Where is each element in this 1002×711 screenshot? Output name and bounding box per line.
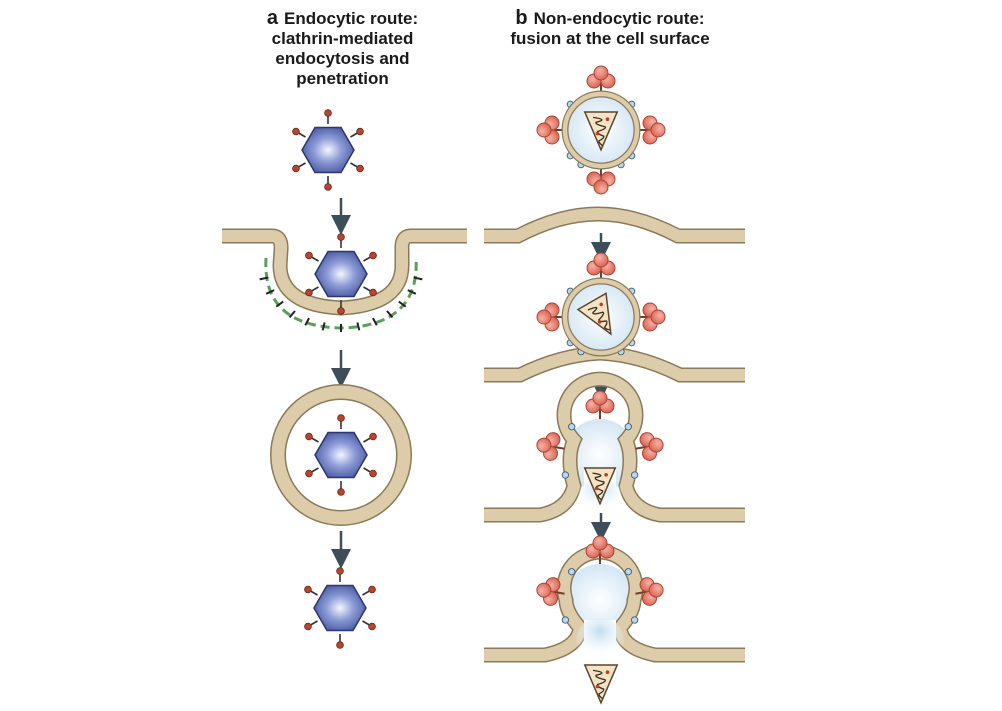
panel-a-title-line-3: endocytosis and [275,49,410,68]
naked-virus-capsid [292,109,364,191]
panel-b-letter: b [515,7,528,29]
panel-b-title-line-2: fusion at the cell surface [510,29,710,48]
panel-a-title: a Endocytic route: clathrin-mediated endo… [225,8,460,89]
plasma-membrane [484,345,745,383]
panel-b-title: b Non-endocytic route: fusion at the cell… [470,8,750,49]
released-nucleocapsid [583,664,619,705]
panel-a-title-line-2: clathrin-mediated [271,29,414,48]
glycoproteins-stage3 [536,390,664,479]
plasma-membrane [484,206,745,244]
enveloped-virus [536,65,666,195]
released-capsid [304,567,376,649]
virus-in-endosome [305,414,377,496]
virus-in-coated-pit [305,233,377,315]
panel-b-title-line-1: Non-endocytic route: [533,9,705,28]
fused-membrane-stage [484,544,745,663]
panel-a-letter: a [266,7,278,29]
endosome-vesicle [270,384,412,526]
nucleocapsid-entering [583,467,617,506]
panel-a-title-line-4: penetration [296,69,389,88]
glycoproteins-stage4 [536,535,664,624]
panel-a-title-line-1: Endocytic route: [284,9,419,28]
fusion-pore-stage [484,371,745,523]
virus-attached-to-membrane [536,252,666,357]
